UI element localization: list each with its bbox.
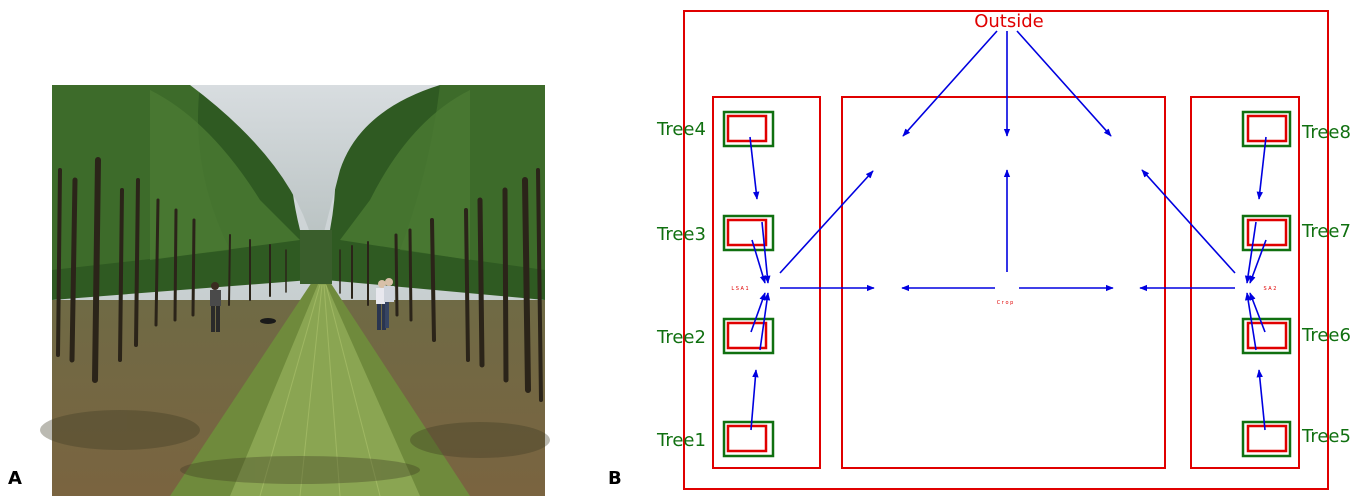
arrow-outside-left [902,30,998,137]
tree-box-5 [1241,420,1292,458]
panel-a-label: A [8,468,22,489]
tree2-label: Tree2 [656,327,706,348]
flow-arrows [749,30,1267,431]
arrow-tree4-tree3 [749,136,760,200]
crop-label: C r o p [997,300,1014,306]
tree-box-7 [1241,214,1292,252]
arrow-tree6-lsa2-a [1249,292,1266,333]
tree3-label: Tree3 [656,224,706,245]
outside-label: Outside [974,11,1044,32]
arrow-tree6-lsa2-b [1244,292,1257,351]
arrow-tree5-tree6 [1256,369,1266,431]
lsa1-label: L S A 1 [731,286,748,292]
lsa2-label: S A 2 [1264,286,1277,292]
people-right [376,278,394,330]
arrow-tree2-lsa1-b [759,292,771,351]
tree8-label: Tree8 [1301,122,1351,143]
arrow-tree2-lsa1-a [750,292,766,333]
arrow-tree3-lsa1-a [751,239,766,284]
tree6-label: Tree6 [1301,325,1351,346]
panel-b-label: B [608,468,622,489]
lsa1-box [712,96,821,469]
arrow-tree7-lsa2-b [1244,221,1257,284]
panel-b: B Outside L S A 1 S A 2 C r o p Tree4 Tr… [608,10,1351,490]
crop-box [841,96,1166,469]
tree1-label: Tree1 [656,430,706,451]
panel-a: A [8,85,550,496]
arrow-tree1-tree2 [750,369,759,431]
tree5-label: Tree5 [1301,426,1351,447]
tree7-label: Tree7 [1301,221,1351,242]
tree-box-1 [722,420,775,458]
tree-box-3 [722,214,775,252]
tree-box-8 [1241,110,1292,148]
dog [260,318,276,324]
tree-box-4 [722,110,775,148]
arrow-lsa2-crop-diag [1141,169,1236,274]
arrow-lsa1-crop-diag [779,170,874,274]
person-left [210,282,221,332]
tree4-label: Tree4 [656,119,706,140]
lsa2-box [1190,96,1300,469]
tree-box-6 [1241,317,1292,355]
arrow-tree7-lsa2-a [1249,239,1267,284]
outside-box [683,10,1329,490]
arrow-tree3-lsa1-b [761,221,771,284]
field-photo [40,85,550,496]
arrow-outside-right [1016,30,1112,137]
tree-box-2 [722,317,775,355]
arrow-tree8-tree7 [1256,136,1267,200]
